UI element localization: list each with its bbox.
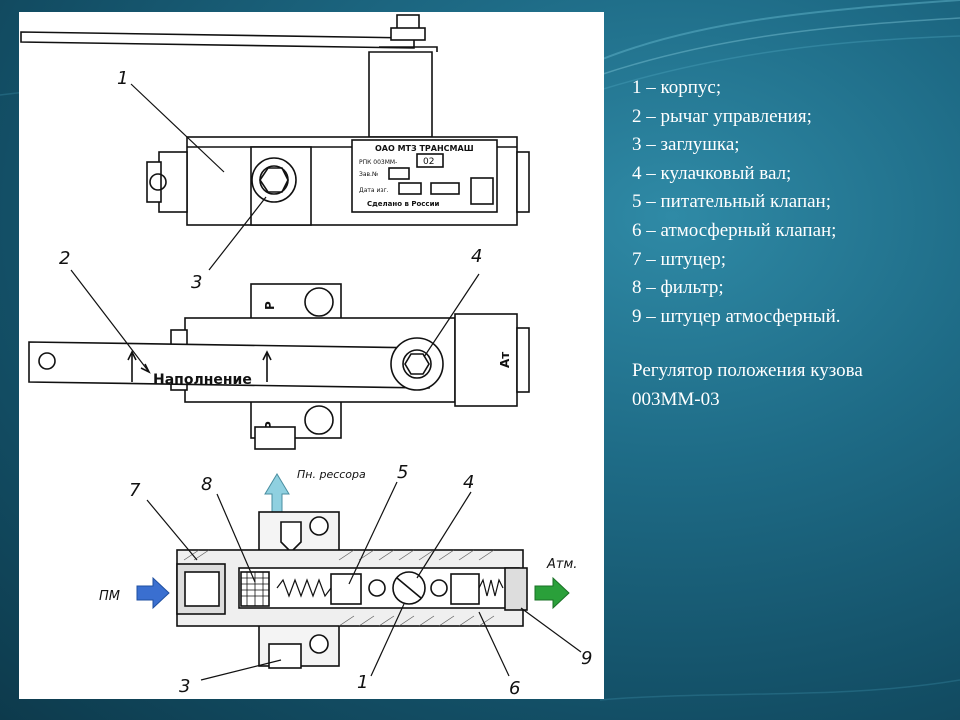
port-p-bottom: Р (263, 421, 277, 430)
legend-item-6: 6 – атмосферный клапан; (632, 219, 837, 241)
plate-serial: Зав.№ (359, 171, 378, 178)
legend-item-8: 8 – фильтр; (632, 277, 724, 299)
top-view: ОАО МТЗ ТРАНСМАШ РПК 003ММ- 02 Зав.№ Дат… (20, 14, 530, 293)
legend-item-4: 4 – кулачковый вал; (632, 162, 792, 184)
callout-5: 5 (397, 462, 408, 483)
drawing-caption: Регулятор положения кузова 003ММ-03 (632, 360, 863, 410)
plate-made-in: Сделано в России (367, 200, 439, 208)
callout-2: 2 (59, 248, 70, 269)
callout-9: 9 (581, 648, 592, 669)
plate-maker: ОАО МТЗ ТРАНСМАШ (375, 144, 474, 153)
plate-model-suffix: 02 (423, 157, 434, 167)
callout-8: 8 (201, 474, 212, 495)
legend-item-7: 7 – штуцер; (632, 248, 727, 270)
atm-label: Атм. (546, 557, 577, 572)
callout-6: 6 (509, 678, 520, 699)
callout-1-section: 1 (357, 672, 368, 693)
callout-1-top: 1 (117, 68, 128, 89)
section-view: Пн. рессора (99, 462, 592, 699)
pm-label: ПМ (99, 589, 120, 604)
callout-4-middle: 4 (471, 246, 482, 267)
regulator-drawing: ОАО МТЗ ТРАНСМАШ РПК 003ММ- 02 Зав.№ Дат… (19, 12, 604, 699)
port-p-top: Р (263, 301, 277, 310)
callout-4-section: 4 (463, 472, 474, 493)
legend-item-9: 9 – штуцер атмосферный. (632, 305, 841, 327)
parts-legend: 1 – корпус; 2 – рычаг управления; 3 – за… (632, 74, 942, 415)
callout-3-section: 3 (179, 676, 190, 697)
legend-item-5: 5 – питательный клапан; (632, 191, 831, 213)
fill-label: Наполнение (153, 372, 252, 388)
plate-rpk: РПК 003ММ- (359, 159, 397, 166)
port-at: Ат (498, 352, 512, 368)
legend-item-2: 2 – рычаг управления; (632, 105, 812, 127)
spring-port-label: Пн. рессора (297, 468, 366, 481)
legend-item-3: 3 – заглушка; (632, 134, 740, 156)
callout-3-top: 3 (191, 272, 202, 293)
callout-7: 7 (129, 480, 141, 501)
middle-view: Р Р Ат Наполнение (28, 246, 530, 450)
plate-date: Дата изг. (359, 187, 389, 194)
legend-item-1: 1 – корпус; (632, 77, 722, 98)
